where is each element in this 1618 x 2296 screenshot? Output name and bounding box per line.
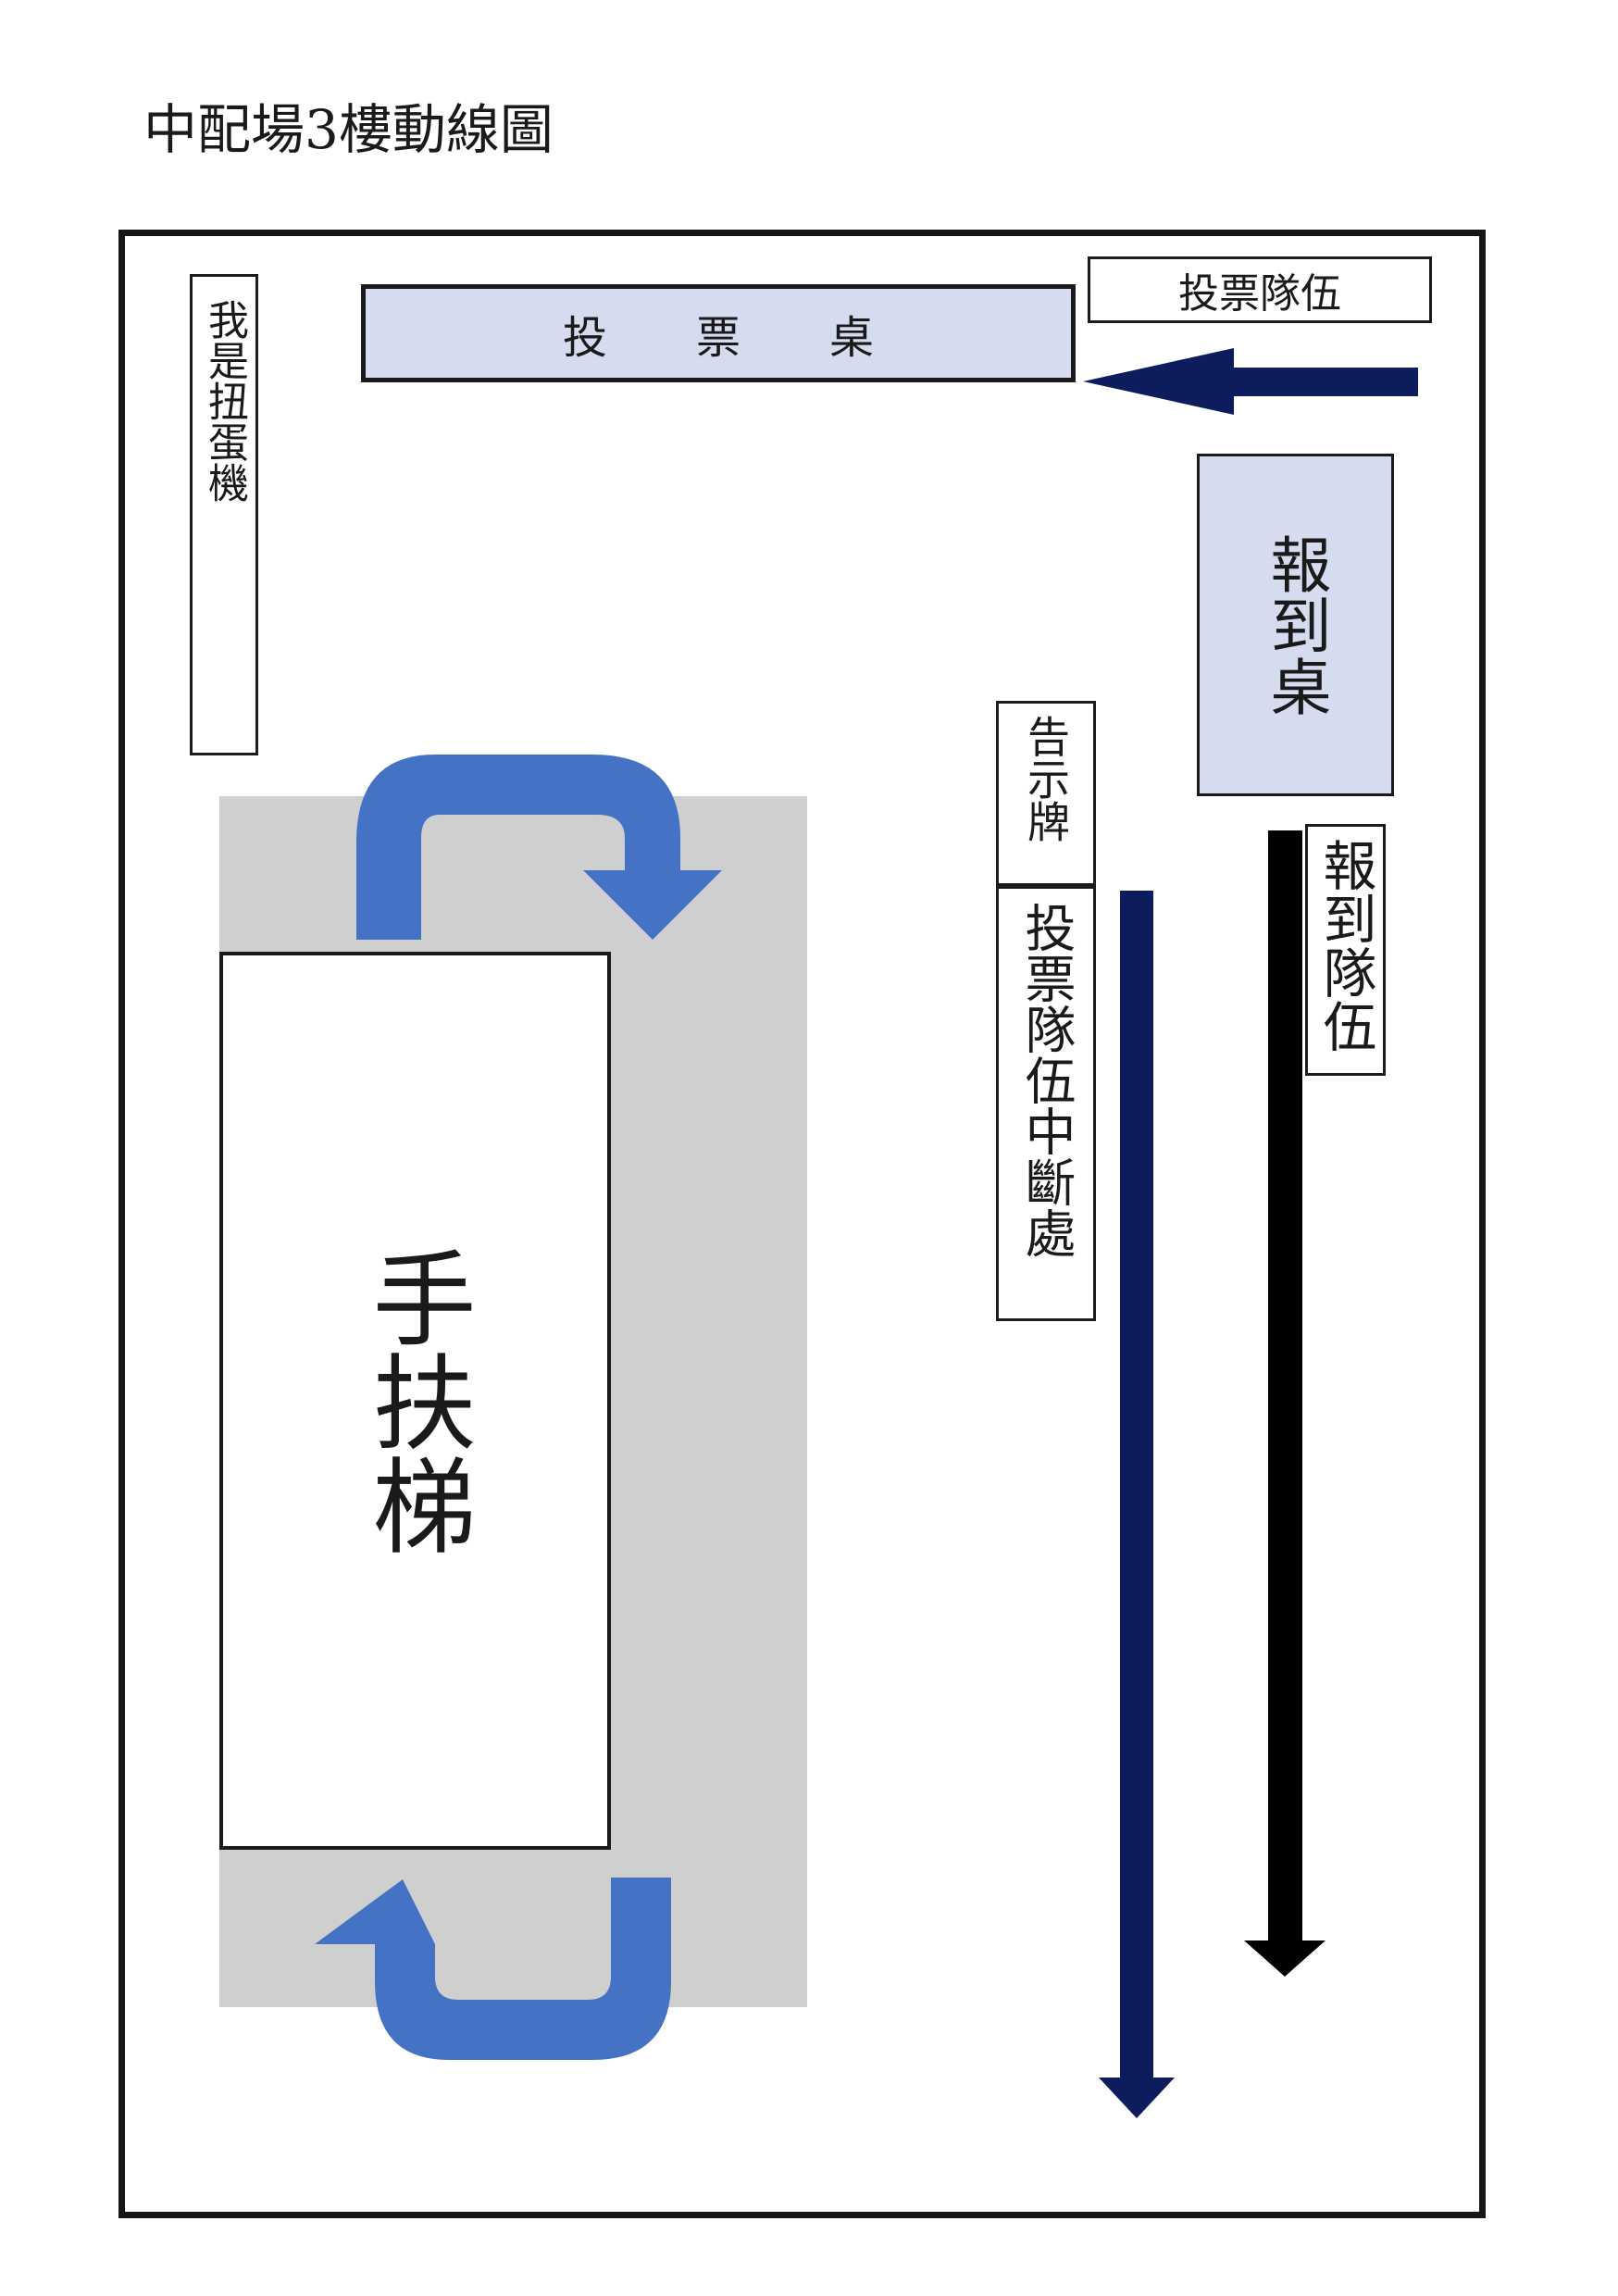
vote-desk-label: 投票桌 (562, 312, 963, 364)
vote-queue-label: 投票隊伍 (1178, 270, 1341, 318)
checkin-queue-label: 報到隊伍 (1313, 838, 1377, 1053)
vote-desk: 投票桌 (361, 284, 1076, 382)
page-title: 中配場3樓動線圖 (143, 98, 554, 161)
escalator-up-curved-arrow (356, 755, 722, 940)
checkin-desk: 報到桌 (1197, 454, 1394, 796)
escalator: 手扶梯 (219, 952, 611, 1850)
floor-outline (118, 230, 1486, 2218)
vote-queue-line-arrow (1099, 891, 1175, 2118)
checkin-queue-label-box: 報到隊伍 (1305, 824, 1386, 1076)
sign-label: 告示牌 (1021, 715, 1071, 842)
vote-queue-label-box: 投票隊伍 (1088, 256, 1432, 323)
vote-queue-break-label: 投票隊伍中斷處 (1016, 902, 1076, 1258)
escalator-label: 手扶梯 (355, 1245, 476, 1556)
capsule-machine-label: 我是扭蛋機 (201, 299, 248, 503)
sign-label-box: 告示牌 (996, 701, 1096, 886)
capsule-machine-label-box: 我是扭蛋機 (190, 274, 258, 755)
vote-queue-direction-arrow (1083, 348, 1418, 415)
checkin-desk-label: 報到桌 (1260, 533, 1332, 717)
checkin-queue-line-arrow (1244, 830, 1326, 1977)
vote-queue-break-label-box: 投票隊伍中斷處 (996, 886, 1096, 1321)
escalator-down-curved-arrow (315, 1878, 671, 2060)
